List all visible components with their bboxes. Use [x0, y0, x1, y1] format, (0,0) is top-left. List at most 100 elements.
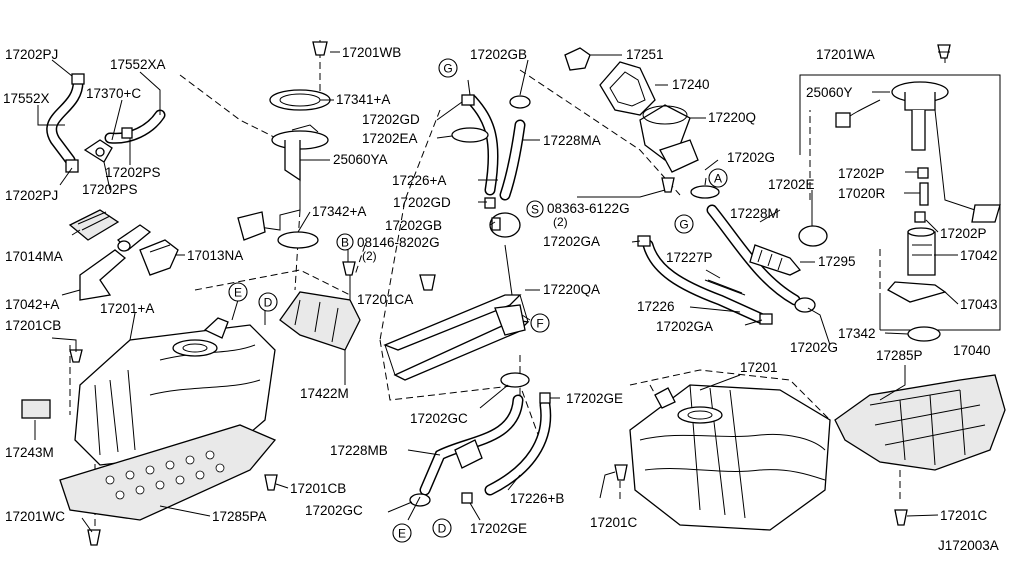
label-17202ge-top: 17202GE — [566, 391, 623, 406]
clamp-17202e — [798, 225, 828, 247]
label-17202ga-top: 17202GA — [543, 234, 600, 249]
svg-text:B: B — [341, 236, 349, 250]
label-17202p-top: 17202P — [838, 166, 885, 181]
pump-parts-left — [68, 209, 179, 301]
plate-17285pa — [21, 399, 278, 546]
center-hoses — [451, 94, 531, 238]
clip-17202ga-bottom — [759, 313, 773, 325]
lower-center-hoses — [409, 372, 552, 507]
clamp-17202gc-lower — [409, 493, 431, 507]
label-17201c-left: 17201C — [590, 515, 638, 530]
clip-17202ps — [121, 127, 133, 139]
connector-17013na — [139, 239, 179, 276]
svg-text:D: D — [438, 522, 447, 536]
bolt-17201ca — [342, 261, 356, 276]
label-17202ps-bottom: 17202PS — [82, 182, 138, 197]
svg-text:S: S — [531, 203, 539, 217]
label-17202gc-bottom: 17202GC — [305, 503, 363, 518]
cap-17251 — [564, 47, 591, 71]
label-17422m: 17422M — [300, 386, 349, 401]
filler-neck — [564, 47, 699, 193]
callout-d-bottom: D — [432, 518, 452, 538]
clip-17202pj-top — [71, 73, 85, 85]
callout-e-top: E — [228, 282, 248, 302]
label-17220qa: 17220QA — [543, 282, 600, 297]
svg-text:A: A — [714, 172, 722, 186]
label-17341a: 17341+A — [336, 92, 390, 107]
label-08363-6122g: 08363-6122G — [547, 201, 630, 216]
label-17202gb-bottom: 17202GB — [385, 218, 442, 233]
label-17202e: 17202E — [768, 177, 815, 192]
label-17202ga-bottom: 17202GA — [656, 319, 713, 334]
label-25060y: 25060Y — [806, 85, 853, 100]
label-17201wc: 17201WC — [5, 509, 65, 524]
bolt-17201c-b — [894, 509, 908, 526]
label-17243m: 17243M — [5, 445, 54, 460]
protector-17295 — [749, 244, 802, 276]
part-labels: 17202PJ 17552XA 17201WB 17202GB 17251 17… — [3, 45, 999, 553]
label-17240: 17240 — [672, 77, 710, 92]
label-08363-qty: (2) — [553, 215, 568, 229]
label-17201: 17201 — [740, 360, 778, 375]
label-17042: 17042 — [960, 248, 998, 263]
label-17043: 17043 — [960, 297, 998, 312]
label-17042a: 17042+A — [5, 297, 59, 312]
label-17220q: 17220Q — [708, 110, 756, 125]
label-17201c-right: 17201C — [940, 508, 988, 523]
callout-a: A — [708, 168, 728, 188]
callout-g-mid: G — [674, 214, 694, 234]
clip-17202pj-bottom — [65, 159, 79, 173]
bolt-17201wc — [87, 529, 101, 546]
gasket-17240 — [599, 61, 656, 116]
label-17228ma: 17228MA — [543, 133, 601, 148]
label-17285pa: 17285PA — [212, 509, 267, 524]
strainer-17042a — [79, 249, 127, 301]
label-17251: 17251 — [626, 47, 664, 62]
bolt-17201wb — [312, 41, 328, 56]
label-17202gd-bottom: 17202GD — [393, 195, 451, 210]
label-17202g-top: 17202G — [727, 150, 775, 165]
sender-unit-25060y — [835, 44, 1001, 342]
label-17552xa: 17552XA — [110, 57, 166, 72]
svg-text:E: E — [234, 286, 242, 300]
svg-text:E: E — [398, 527, 406, 541]
label-17226b: 17226+B — [510, 491, 564, 506]
tube-17020r — [919, 182, 929, 206]
strainer-17043 — [886, 281, 947, 303]
label-17040: 17040 — [953, 343, 991, 358]
filler-tube-17220qa — [383, 244, 530, 381]
label-17226: 17226 — [637, 299, 675, 314]
drawing-id: J172003A — [938, 538, 999, 553]
hose-assembly-17552x — [46, 73, 166, 173]
label-17013na: 17013NA — [187, 248, 243, 263]
label-17552x: 17552X — [3, 91, 50, 106]
leader-lines — [34, 51, 959, 533]
label-17285p: 17285P — [876, 348, 923, 363]
label-17201a: 17201+A — [100, 301, 154, 316]
clamp-17202gc-upper — [500, 372, 530, 388]
callout-s: S — [526, 200, 544, 218]
pump-17042 — [907, 231, 936, 276]
svg-text:G: G — [679, 218, 688, 232]
label-17201wb: 17201WB — [342, 45, 401, 60]
protector-17422m — [279, 261, 361, 351]
label-25060ya: 25060YA — [333, 152, 388, 167]
label-17202p-bottom: 17202P — [940, 226, 987, 241]
svg-text:D: D — [264, 296, 273, 310]
right-hoses — [637, 185, 828, 325]
label-17201cb-top: 17201CB — [5, 318, 61, 333]
gasket-17342 — [907, 326, 941, 342]
svg-text:F: F — [536, 317, 543, 331]
bolt-17201cb-b — [264, 474, 278, 491]
label-08146-qty: (2) — [362, 249, 377, 263]
label-17202gd-top: 17202GD — [362, 112, 420, 127]
callout-d-top: D — [258, 292, 278, 312]
label-08146-8202g: 08146-8202G — [357, 235, 440, 250]
label-17201wa: 17201WA — [816, 47, 875, 62]
label-17202g-bottom: 17202G — [790, 340, 838, 355]
label-17342: 17342 — [838, 326, 876, 341]
label-17226a: 17226+A — [392, 173, 446, 188]
label-17227p: 17227P — [666, 250, 713, 265]
